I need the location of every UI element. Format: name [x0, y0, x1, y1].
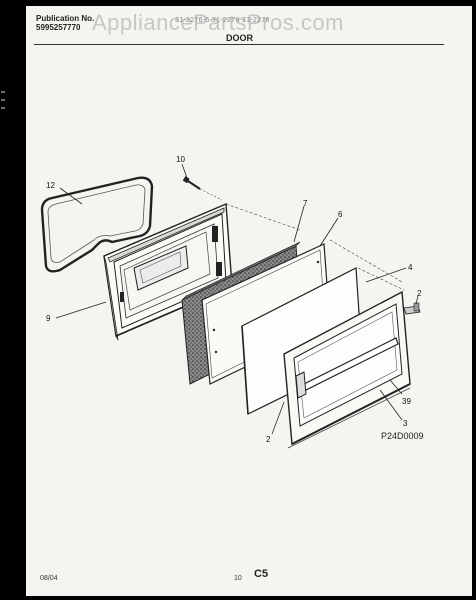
publication-label: Publication No. [36, 14, 95, 23]
watermark: AppliancePartsPros.com [92, 10, 344, 35]
callout-39: 39 [402, 397, 411, 406]
callout-7: 7 [303, 199, 308, 208]
callout-4: 4 [408, 263, 413, 272]
screw-part [182, 176, 223, 201]
diagram-code: P24D0009 [381, 431, 424, 441]
callout-2-top: 2 [417, 289, 422, 298]
callout-10: 10 [176, 155, 185, 164]
footer-date: 08/04 [40, 575, 58, 582]
callout-6: 6 [338, 210, 343, 219]
callout-2-bottom: 2 [266, 435, 271, 444]
leader-lines [55, 163, 419, 435]
callout-12: 12 [46, 181, 55, 190]
footer-code: C5 [254, 568, 269, 580]
callout-3: 3 [403, 419, 408, 428]
clip-part [403, 302, 421, 315]
gasket-part [40, 176, 154, 273]
footer-page: 10 [234, 575, 242, 582]
outer-door-frame [283, 290, 411, 449]
inner-door-frame [103, 202, 233, 341]
section-title: DOOR [226, 33, 253, 43]
model-list: 31-2276-5 31-2276 31-2276 [175, 17, 270, 24]
header-rule [34, 44, 444, 45]
publication-number: 5995257770 [36, 23, 81, 32]
binder-marks [1, 91, 5, 109]
callout-9: 9 [46, 314, 51, 323]
